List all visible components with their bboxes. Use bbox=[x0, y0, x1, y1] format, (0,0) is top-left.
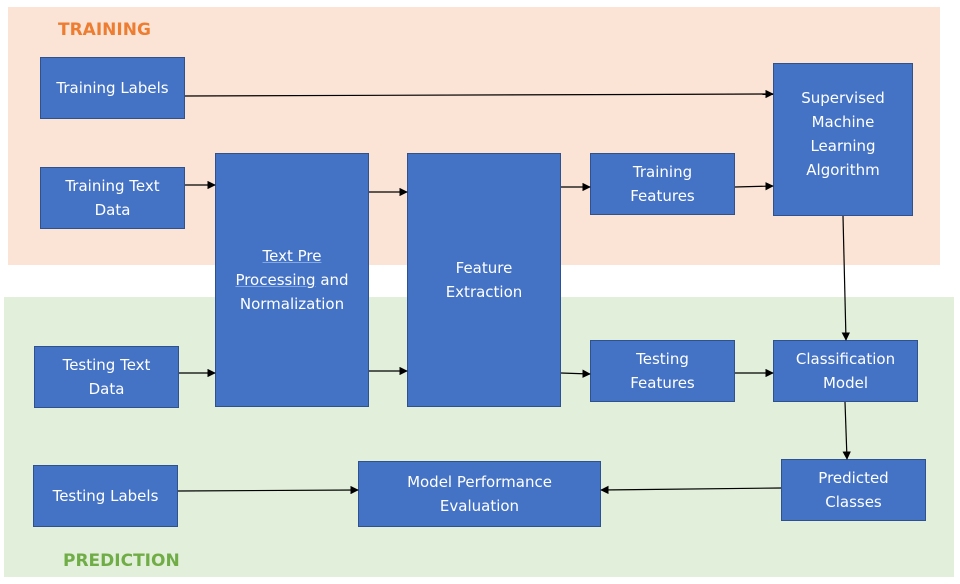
supervised-ml-line1: Supervised bbox=[801, 89, 885, 107]
testing-features-node: Testing Features bbox=[590, 340, 735, 402]
predicted-classes-line2: Classes bbox=[825, 493, 882, 511]
training-labels-node: Training Labels bbox=[40, 57, 185, 119]
testing-text-data-node: Testing Text Data bbox=[34, 346, 179, 408]
predicted-classes-line1: Predicted bbox=[818, 469, 889, 487]
text-pre-processing-line1: Text Pre bbox=[262, 247, 322, 265]
training-labels-text: Training Labels bbox=[56, 79, 169, 97]
arrow-feature-extraction-to-testing-features bbox=[560, 369, 591, 378]
arrow-algorithm-to-classification-model bbox=[841, 215, 851, 341]
testing-labels-text: Testing Labels bbox=[52, 487, 159, 505]
arrow-classification-model-to-predicted-classes bbox=[842, 401, 851, 460]
training-text-data-line1: Training Text bbox=[65, 177, 160, 195]
classification-model-node: Classification Model bbox=[773, 340, 918, 402]
text-pre-processing-line3: Normalization bbox=[239, 295, 345, 313]
arrow-training-features-to-algorithm bbox=[734, 182, 774, 191]
training-features-node: Training Features bbox=[590, 153, 735, 215]
testing-features-line1: Testing bbox=[636, 350, 689, 368]
model-performance-line2: Evaluation bbox=[439, 497, 520, 515]
arrow-predicted-classes-to-evaluation bbox=[600, 485, 782, 495]
model-performance-evaluation-node: Model Performance Evaluation bbox=[358, 461, 601, 527]
supervised-ml-line3: Learning bbox=[810, 137, 876, 155]
classification-model-line1: Classification bbox=[795, 350, 896, 368]
text-pre-processing-node: Text Pre Processing and Normalization bbox=[215, 153, 369, 407]
text-pre-processing-line2a: Processing bbox=[235, 271, 316, 289]
supervised-ml-line4: Algorithm bbox=[806, 161, 880, 179]
training-text-data-node: Training Text Data bbox=[40, 167, 185, 229]
arrow-training-labels-to-algorithm bbox=[184, 89, 774, 99]
testing-labels-node: Testing Labels bbox=[33, 465, 178, 527]
feature-extraction-line1: Feature bbox=[455, 259, 513, 277]
training-features-line2: Features bbox=[630, 187, 695, 205]
model-performance-line1: Model Performance bbox=[407, 473, 552, 491]
training-region-label: TRAINING bbox=[58, 20, 151, 40]
predicted-classes-node: Predicted Classes bbox=[781, 459, 926, 521]
text-pre-processing-line2b: and bbox=[315, 271, 349, 289]
arrow-testing-labels-to-evaluation bbox=[177, 485, 359, 495]
classification-model-line2: Model bbox=[822, 374, 869, 392]
training-text-data-line2: Data bbox=[94, 201, 131, 219]
testing-text-data-line1: Testing Text bbox=[62, 356, 151, 374]
feature-extraction-node: Feature Extraction bbox=[407, 153, 561, 407]
testing-features-line2: Features bbox=[630, 374, 695, 392]
supervised-ml-line2: Machine bbox=[811, 113, 875, 131]
feature-extraction-line2: Extraction bbox=[445, 283, 523, 301]
training-features-line1: Training bbox=[632, 163, 693, 181]
prediction-region-label: PREDICTION bbox=[63, 551, 180, 571]
testing-text-data-line2: Data bbox=[88, 380, 125, 398]
supervised-ml-algorithm-node: Supervised Machine Learning Algorithm bbox=[773, 63, 913, 216]
